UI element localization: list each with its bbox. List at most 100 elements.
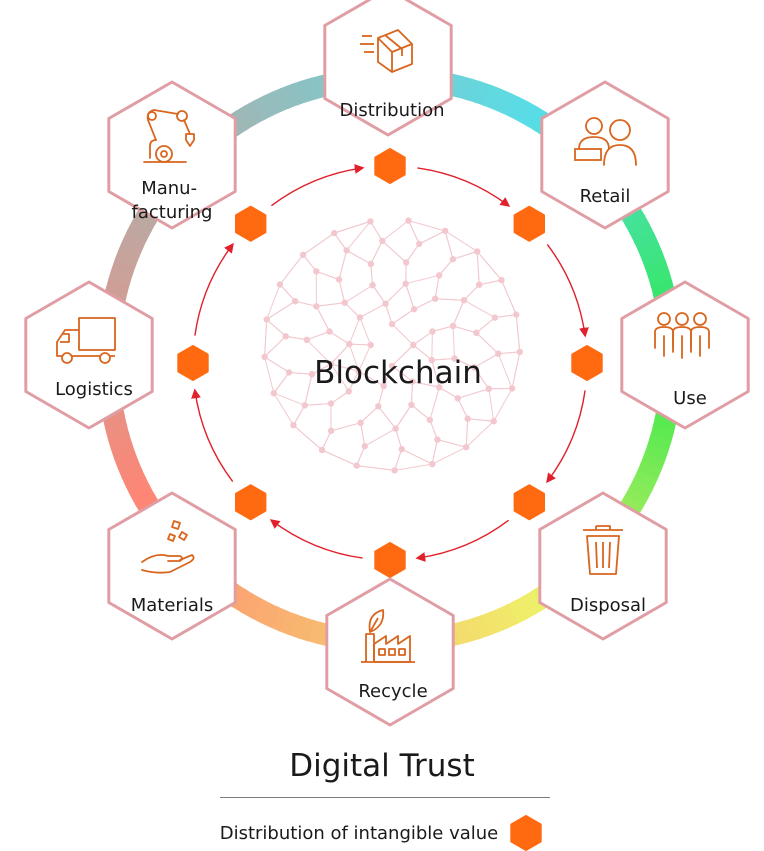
stage-label-manufacturing: Manu- facturing (132, 178, 213, 223)
network-link (457, 398, 469, 419)
flow-arrow (546, 243, 589, 338)
network-link (465, 420, 495, 448)
network-link (266, 300, 296, 320)
network-node (432, 295, 439, 302)
blockchain-network-icon (261, 217, 523, 474)
network-link (413, 331, 433, 346)
ring-segment (517, 101, 540, 127)
network-link (438, 258, 454, 276)
network-node (508, 385, 516, 392)
network-node (464, 415, 471, 422)
network-link (473, 353, 499, 368)
network-link (321, 449, 357, 467)
network-link (497, 353, 513, 389)
stage-hexagon (24, 280, 154, 430)
network-link (302, 232, 335, 256)
network-link (306, 339, 332, 365)
network-link (410, 381, 414, 405)
group-of-people-icon (654, 312, 710, 359)
network-link (465, 418, 469, 448)
network-link (463, 299, 496, 319)
stage-label-materials: Materials (131, 595, 214, 616)
network-node (398, 445, 405, 453)
network-link (330, 422, 361, 432)
network-link (338, 279, 346, 303)
network-node (498, 276, 505, 284)
network-node (402, 280, 409, 287)
network-node (327, 360, 335, 368)
network-link (330, 363, 359, 372)
stage-hexagon (620, 280, 750, 430)
network-link (431, 446, 467, 465)
network-node (261, 353, 268, 361)
network-node (270, 390, 277, 397)
network-link (333, 232, 348, 251)
stage-label-use: Use (673, 388, 707, 409)
network-link (285, 335, 307, 341)
value-markers (177, 148, 603, 578)
network-node (513, 311, 520, 318)
network-link (413, 298, 436, 310)
network-node (382, 300, 389, 307)
network-node (379, 237, 386, 245)
flow-arrow (194, 242, 234, 336)
network-link (329, 331, 350, 345)
robot-arm-icon (143, 109, 195, 163)
stage-label-logistics: Logistics (55, 379, 133, 400)
network-node (409, 378, 416, 385)
factory-with-leaf-icon (361, 609, 415, 663)
network-link (431, 439, 438, 465)
network-link (359, 317, 372, 346)
network-node (426, 416, 434, 424)
network-link (306, 331, 330, 341)
network-link (452, 325, 455, 359)
hand-with-materials-icon (141, 520, 195, 574)
network-node (442, 227, 449, 235)
network-link (437, 439, 467, 448)
legend: Distribution of intangible value (0, 815, 764, 851)
network-link (401, 448, 433, 465)
network-node (343, 247, 350, 254)
title-divider (220, 797, 550, 798)
network-link (383, 365, 393, 387)
network-node (410, 341, 417, 349)
network-node (331, 229, 338, 237)
network-link (412, 344, 433, 361)
network-link (395, 404, 412, 429)
network-link (411, 404, 431, 421)
network-node (408, 401, 415, 408)
network-link (360, 405, 379, 424)
network-node (405, 217, 412, 224)
network-link (432, 325, 454, 332)
network-node (474, 248, 481, 255)
network-link (391, 365, 413, 382)
stage-distribution: Distribution (323, 0, 453, 137)
network-node (318, 446, 326, 454)
stage-materials: Materials (107, 491, 237, 641)
stage-hexagon (107, 491, 237, 641)
network-link (370, 263, 374, 286)
network-link (476, 317, 496, 334)
network-link (370, 240, 383, 265)
network-link (444, 230, 478, 252)
network-link (348, 343, 360, 372)
network-link (473, 367, 490, 390)
stage-label-recycle: Recycle (358, 681, 427, 702)
network-node (335, 276, 343, 283)
network-node (341, 299, 348, 306)
network-link (395, 428, 403, 450)
stage-retail: Retail (540, 80, 670, 230)
network-node (449, 322, 457, 330)
network-link (476, 251, 502, 281)
network-node (436, 384, 443, 391)
network-link (385, 303, 393, 325)
package-icon (360, 29, 413, 73)
network-link (289, 371, 313, 375)
network-node (516, 348, 523, 356)
network-link (405, 283, 415, 310)
network-node (353, 462, 360, 469)
network-link (391, 308, 415, 325)
network-link (381, 240, 407, 263)
network-link (434, 275, 440, 299)
stage-recycle: Recycle (325, 577, 455, 727)
